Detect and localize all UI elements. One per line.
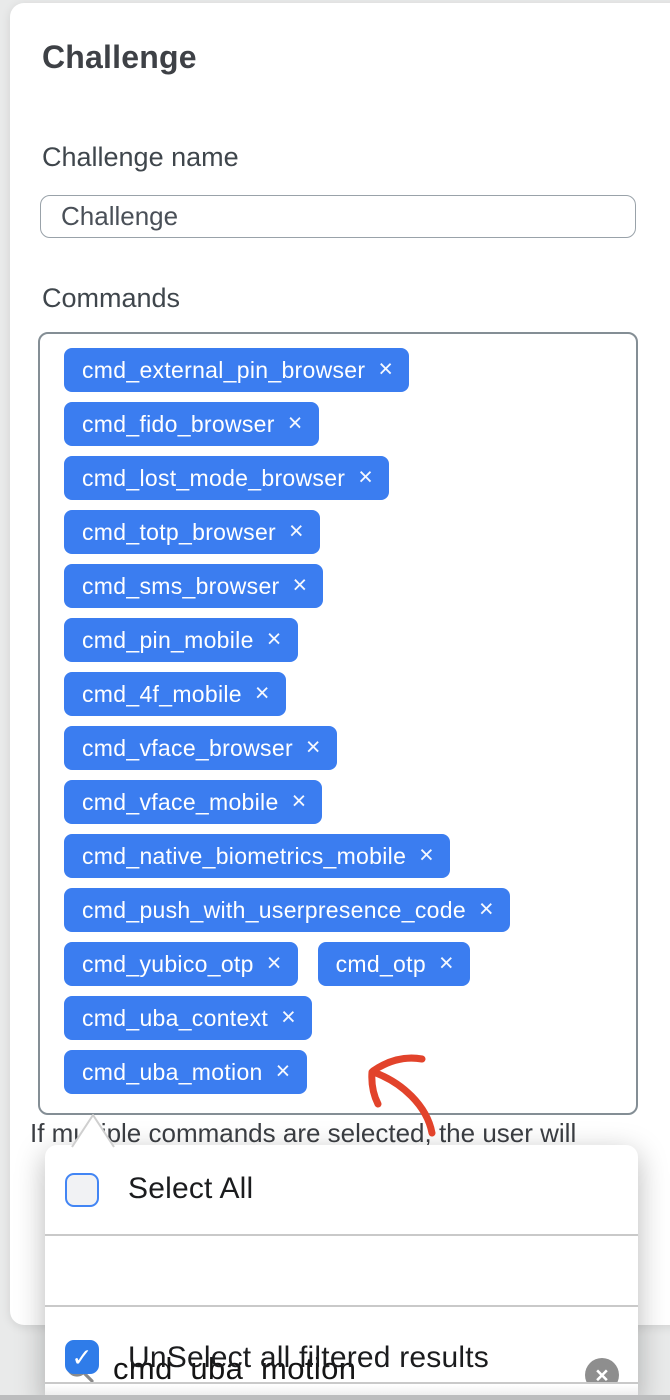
remove-icon[interactable]: × <box>358 462 374 491</box>
command-tag-label: cmd_totp_browser <box>82 518 276 545</box>
command-tag-cmd_sms_browser[interactable]: cmd_sms_browser × <box>64 564 324 608</box>
command-tag-row: cmd_4f_mobile × <box>64 672 636 726</box>
commands-label: Commands <box>42 283 181 313</box>
command-tag-row: cmd_vface_browser × <box>64 726 636 780</box>
dropdown-caret <box>71 1114 115 1148</box>
bottom-edge-strip <box>0 1395 670 1400</box>
clear-icon: × <box>595 1361 609 1388</box>
command-tag-cmd_native_biometrics_mobile[interactable]: cmd_native_biometrics_mobile × <box>64 834 451 878</box>
command-tag-cmd_pin_mobile[interactable]: cmd_pin_mobile × <box>64 618 298 662</box>
commands-multiselect[interactable]: cmd_external_pin_browser×cmd_fido_browse… <box>38 332 638 1115</box>
command-tag-cmd_yubico_otp[interactable]: cmd_yubico_otp × <box>64 942 298 986</box>
command-tag-label: cmd_sms_browser <box>82 572 280 599</box>
dropdown-search-row[interactable]: cmd_uba_motion × <box>45 1236 638 1394</box>
command-tag-label: cmd_fido_browser <box>82 410 275 437</box>
command-tag-cmd_uba_context[interactable]: cmd_uba_context × <box>64 996 312 1040</box>
divider <box>45 1305 638 1307</box>
remove-icon[interactable]: × <box>438 948 454 977</box>
command-tag-row: cmd_native_biometrics_mobile × <box>64 834 636 888</box>
command-tag-cmd_fido_browser[interactable]: cmd_fido_browser × <box>64 402 319 446</box>
command-tag-row: cmd_uba_motion × <box>64 1050 636 1104</box>
divider <box>45 1382 638 1384</box>
command-tag-label: cmd_native_biometrics_mobile <box>82 842 407 869</box>
unselect-filtered-checkbox[interactable]: ✓ <box>65 1340 99 1374</box>
command-tag-label: cmd_lost_mode_browser <box>82 464 346 491</box>
remove-icon[interactable]: × <box>254 678 270 707</box>
command-tag-cmd_otp[interactable]: cmd_otp × <box>317 942 470 986</box>
select-all-row[interactable]: ✓ Select All <box>45 1145 638 1234</box>
remove-icon[interactable]: × <box>275 1056 291 1085</box>
unselect-filtered-label: UnSelect all filtered results <box>128 1341 489 1374</box>
challenge-name-input[interactable] <box>40 195 636 238</box>
command-tag-label: cmd_push_with_userpresence_code <box>82 896 466 923</box>
command-tag-label: cmd_vface_browser <box>82 734 293 761</box>
remove-icon[interactable]: × <box>281 1002 296 1031</box>
challenge-form-card: Challenge Challenge name Commands cmd_ex… <box>10 3 670 1325</box>
remove-icon[interactable]: × <box>478 894 494 923</box>
command-tag-label: cmd_pin_mobile <box>82 626 254 653</box>
remove-icon[interactable]: × <box>266 948 282 977</box>
page-title: Challenge <box>42 39 197 75</box>
remove-icon[interactable]: × <box>292 570 308 599</box>
remove-icon[interactable]: × <box>266 624 282 653</box>
remove-icon[interactable]: × <box>291 786 307 815</box>
command-tag-row: cmd_fido_browser × <box>64 402 636 456</box>
command-tag-label: cmd_external_pin_browser <box>82 356 366 383</box>
command-tag-row: cmd_sms_browser × <box>64 564 636 618</box>
remove-icon[interactable]: × <box>289 516 304 545</box>
commands-help-text: If multiple commands are selected, the u… <box>30 1118 577 1148</box>
challenge-name-label: Challenge name <box>42 142 239 172</box>
select-all-label: Select All <box>128 1172 254 1205</box>
red-arrow-annotation <box>368 1054 436 1137</box>
command-tag-row: cmd_pin_mobile × <box>64 618 636 672</box>
command-tag-label: cmd_vface_mobile <box>82 788 279 815</box>
command-tag-row: cmd_uba_context × <box>64 996 636 1050</box>
commands-dropdown-panel: ✓ Select All cmd_uba_motion × ✓ UnSelect… <box>45 1145 638 1400</box>
command-tag-row: cmd_vface_mobile × <box>64 780 636 834</box>
remove-icon[interactable]: × <box>287 408 303 437</box>
command-tag-cmd_4f_mobile[interactable]: cmd_4f_mobile × <box>64 672 286 716</box>
command-tag-cmd_push_with_userpresence_code[interactable]: cmd_push_with_userpresence_code × <box>64 888 510 932</box>
command-tag-label: cmd_4f_mobile <box>82 680 242 707</box>
command-tag-row: cmd_external_pin_browser × <box>64 348 636 402</box>
command-tag-row: cmd_lost_mode_browser × <box>64 456 636 510</box>
remove-icon[interactable]: × <box>378 354 394 383</box>
command-tag-cmd_lost_mode_browser[interactable]: cmd_lost_mode_browser × <box>64 456 390 500</box>
command-tag-cmd_uba_motion[interactable]: cmd_uba_motion × <box>64 1050 307 1094</box>
command-tag-row: cmd_yubico_otp × cmd_otp × <box>64 942 636 996</box>
command-tag-cmd_totp_browser[interactable]: cmd_totp_browser × <box>64 510 320 554</box>
remove-icon[interactable]: × <box>305 732 321 761</box>
unselect-filtered-row[interactable]: ✓ UnSelect all filtered results <box>45 1307 638 1382</box>
remove-icon[interactable]: × <box>419 840 435 869</box>
command-tag-label: cmd_yubico_otp <box>82 950 254 977</box>
command-tag-cmd_vface_mobile[interactable]: cmd_vface_mobile × <box>64 780 323 824</box>
command-tag-row: cmd_totp_browser × <box>64 510 636 564</box>
command-tag-cmd_vface_browser[interactable]: cmd_vface_browser × <box>64 726 337 770</box>
command-tag-row: cmd_push_with_userpresence_code × <box>64 888 636 942</box>
divider <box>45 1234 638 1236</box>
command-tag-label: cmd_uba_context <box>82 1004 269 1031</box>
command-tag-label: cmd_otp <box>335 950 426 977</box>
select-all-checkbox[interactable]: ✓ <box>65 1173 99 1207</box>
command-tag-cmd_external_pin_browser[interactable]: cmd_external_pin_browser × <box>64 348 410 392</box>
command-tag-label: cmd_uba_motion <box>82 1058 263 1085</box>
command-tag-rows: cmd_external_pin_browser×cmd_fido_browse… <box>64 348 636 1104</box>
checkmark-icon: ✓ <box>71 1342 93 1372</box>
